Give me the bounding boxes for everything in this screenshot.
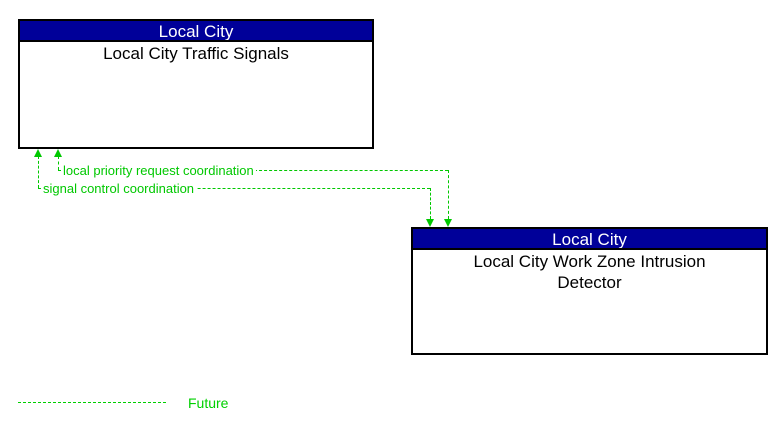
- arrow-down-icon: [426, 219, 434, 227]
- flow-line-signal-control-vertical-right: [430, 188, 431, 219]
- legend-dashed-line: [18, 402, 166, 403]
- entity-group-header: Local City: [20, 21, 372, 42]
- entity-box-local-city-work-zone-intrusion-detector[interactable]: Local City Local City Work Zone Intrusio…: [411, 227, 768, 355]
- flow-line-signal-control-vertical-left: [38, 156, 39, 188]
- legend-label-future: Future: [188, 395, 229, 411]
- flow-label-signal-control-coordination[interactable]: signal control coordination: [41, 181, 197, 196]
- flow-line-local-priority-vertical-left: [58, 156, 59, 170]
- flow-label-local-priority-request-coordination[interactable]: local priority request coordination: [61, 163, 256, 178]
- arrow-up-icon: [54, 149, 62, 157]
- entity-name: Local City Traffic Signals: [103, 44, 289, 63]
- flow-line-signal-control-horizontal: [38, 188, 430, 189]
- arrow-down-icon: [444, 219, 452, 227]
- flow-line-local-priority-vertical-right: [448, 170, 449, 219]
- entity-box-local-city-traffic-signals[interactable]: Local City Local City Traffic Signals: [18, 19, 374, 149]
- entity-group-header: Local City: [413, 229, 766, 250]
- arrow-up-icon: [34, 149, 42, 157]
